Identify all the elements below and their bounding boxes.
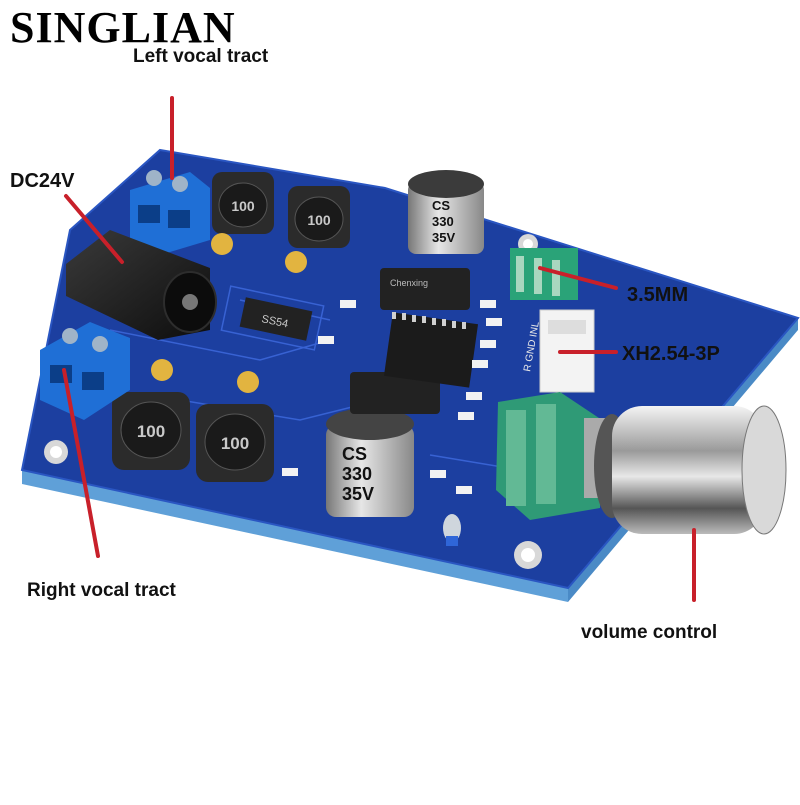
volume-knob [594,405,787,535]
capacitor-text-330: 330 [432,214,454,229]
label-left-vocal-tract: Left vocal tract [133,46,269,67]
label-xh-connector: XH2.54-3P [622,343,720,365]
capacitor2-text-35v: 35V [342,484,374,504]
label-right-vocal-tract: Right vocal tract [27,580,176,601]
inductor-marking-1: 100 [231,198,255,214]
polymer-capacitor-1 [380,268,470,310]
inductors [112,172,350,482]
ceramic-capacitors [151,233,307,393]
left-screw-terminal [130,170,210,258]
right-screw-terminal [40,322,130,420]
diode [239,297,313,341]
inductor-marking-4: 100 [221,434,249,453]
polymer-brand: Chenxing [390,278,428,288]
capacitor2-text-330: 330 [342,464,372,484]
label-3-5mm: 3.5MM [627,284,689,306]
inductor-marking-2: 100 [307,212,331,228]
polymer-capacitor-2 [350,372,440,414]
label-volume-control: volume control [581,622,718,643]
capacitor-text-35v: 35V [432,230,455,245]
capacitor2-text-cs: CS [342,444,367,464]
electrolytic-capacitor-bottom [326,408,414,517]
inductor-marking-3: 100 [137,422,165,441]
amplifier-ic [383,312,479,388]
dc-power-jack [66,230,217,340]
label-pointers [62,96,696,602]
brand-title: SINGLIAN [10,3,236,52]
led [443,514,461,546]
diode-marking: SS54 [260,313,289,330]
electrolytic-capacitor-top [408,170,484,254]
label-dc24v: DC24V [10,170,75,192]
audio-jack-3-5mm [510,248,578,300]
capacitor-text-cs: CS [432,198,450,213]
